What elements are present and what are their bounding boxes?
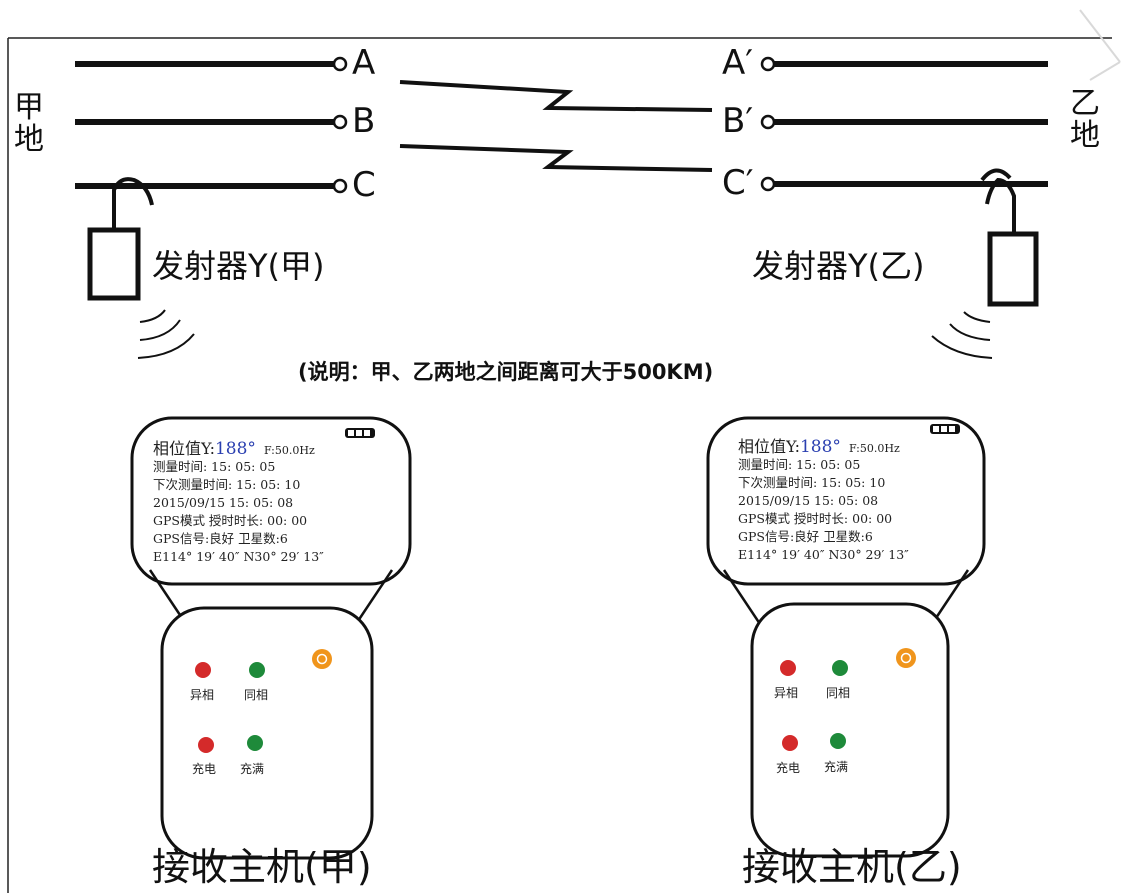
led-charged xyxy=(247,735,263,751)
date-time: 2015/09/15 15: 05: 08 xyxy=(153,495,294,510)
receiver-left-title: 接收主机(甲) xyxy=(152,845,372,889)
measure-time: 测量时间: 15: 05: 05 xyxy=(153,459,276,474)
battery-cell-icon xyxy=(949,426,955,432)
transmitter-right-box xyxy=(987,231,1039,307)
signal-wave-right-3 xyxy=(931,335,993,359)
signal-wave-right-2 xyxy=(949,323,991,341)
phase-value-label: 相位值Y: xyxy=(738,437,800,456)
watermark-mark xyxy=(1079,9,1121,63)
battery-cell-icon xyxy=(356,430,362,436)
phase-label-a: A xyxy=(352,43,376,83)
break-symbol-upper xyxy=(399,80,713,112)
terminal-b xyxy=(332,114,348,130)
led-charging xyxy=(198,737,214,753)
distance-break-symbols xyxy=(399,80,713,172)
date-time: 2015/09/15 15: 05: 08 xyxy=(738,493,879,508)
gps-mode: GPS模式 授时时长: 00: 00 xyxy=(738,511,893,526)
receiver-right-screen-frame xyxy=(706,416,986,586)
gps-mode: GPS模式 授时时长: 00: 00 xyxy=(153,513,308,528)
led-in-phase xyxy=(249,662,265,678)
power-symbol-icon xyxy=(316,653,328,665)
transmitter-left-box xyxy=(87,227,141,301)
next-measure-time: 下次测量时间: 15: 05: 10 xyxy=(153,477,301,492)
battery-cell-icon xyxy=(364,430,370,436)
led-label-charging: 充电 xyxy=(776,761,801,775)
transmitter-right-device xyxy=(931,168,1039,359)
receiver-right-body xyxy=(750,602,950,858)
led-out-of-phase xyxy=(195,662,211,678)
receiver-right-device xyxy=(706,416,986,858)
signal-wave-left-2 xyxy=(139,319,181,341)
watermark-mark-2 xyxy=(1089,61,1121,81)
receiver-left-screen-frame xyxy=(130,416,412,586)
transmitter-left-device xyxy=(87,177,195,359)
phase-label-b: B xyxy=(352,101,376,141)
phase-value: 188° xyxy=(214,439,256,459)
power-symbol-icon xyxy=(900,652,912,664)
phase-label-c: C xyxy=(352,165,376,205)
phase-label-c-prime: C′ xyxy=(722,163,754,203)
terminal-b-prime xyxy=(760,114,776,130)
terminal-c xyxy=(332,178,348,194)
measure-time: 测量时间: 15: 05: 05 xyxy=(738,457,861,472)
led-label-charged: 充满 xyxy=(824,760,849,774)
distance-note: (说明：甲、乙两地之间距离可大于500KM) xyxy=(298,360,714,384)
clamp-right-hook xyxy=(980,168,1012,182)
signal-wave-left-3 xyxy=(137,333,195,359)
frequency-readout: F:50.0Hz xyxy=(263,444,315,457)
break-symbol-lower xyxy=(399,144,713,172)
phase-value-label: 相位值Y: xyxy=(153,439,215,458)
gps-coordinates: E114° 19′ 40″ N30° 29′ 13″ xyxy=(738,547,909,562)
terminal-a xyxy=(332,56,348,72)
phase-label-a-prime: A′ xyxy=(722,43,753,83)
led-label-out-of-phase: 异相 xyxy=(774,686,799,700)
led-label-out-of-phase: 异相 xyxy=(190,688,215,702)
next-measure-time: 下次测量时间: 15: 05: 10 xyxy=(738,475,886,490)
led-charging xyxy=(782,735,798,751)
left-bus-lines xyxy=(75,56,348,194)
side-label-left: 甲地 xyxy=(14,90,44,157)
led-label-charged: 充满 xyxy=(240,762,265,776)
power-button-icon[interactable] xyxy=(896,648,916,668)
led-charged xyxy=(830,733,846,749)
signal-wave-left-1 xyxy=(139,309,166,323)
receiver-right-neck-l xyxy=(722,569,766,631)
terminal-a-prime xyxy=(760,56,776,72)
gps-signal: GPS信号:良好 卫星数:6 xyxy=(153,531,288,546)
signal-wave-right-1 xyxy=(963,311,991,323)
terminal-c-prime xyxy=(760,176,776,192)
phase-value: 188° xyxy=(799,437,841,457)
transmitter-right-label: 发射器Y(乙) xyxy=(752,247,925,285)
receiver-left-body xyxy=(160,606,374,860)
led-in-phase xyxy=(832,660,848,676)
battery-cell-icon xyxy=(933,426,939,432)
led-label-in-phase: 同相 xyxy=(826,686,851,700)
side-label-right: 乙地 xyxy=(1070,86,1100,153)
receiver-right-title: 接收主机(乙) xyxy=(742,845,962,889)
led-label-charging: 充电 xyxy=(192,762,217,776)
power-button-icon[interactable] xyxy=(312,649,332,669)
receiver-left-device xyxy=(130,416,412,860)
led-out-of-phase xyxy=(780,660,796,676)
right-bus-lines xyxy=(760,56,1048,192)
transmitter-left-label: 发射器Y(甲) xyxy=(152,247,325,285)
frequency-readout: F:50.0Hz xyxy=(848,442,900,455)
battery-cell-icon xyxy=(941,426,947,432)
clamp-right xyxy=(985,177,1016,236)
receiver-left-screen: 相位值Y:188° F:50.0Hz 测量时间: 15: 05: 05 下次测量时… xyxy=(153,440,324,566)
gps-coordinates: E114° 19′ 40″ N30° 29′ 13″ xyxy=(153,549,324,564)
gps-signal: GPS信号:良好 卫星数:6 xyxy=(738,529,873,544)
clamp-left xyxy=(112,177,154,232)
receiver-right-screen: 相位值Y:188° F:50.0Hz 测量时间: 15: 05: 05 下次测量时… xyxy=(738,438,909,564)
phase-label-b-prime: B′ xyxy=(722,101,754,141)
led-label-in-phase: 同相 xyxy=(244,688,269,702)
battery-cell-icon xyxy=(348,430,354,436)
